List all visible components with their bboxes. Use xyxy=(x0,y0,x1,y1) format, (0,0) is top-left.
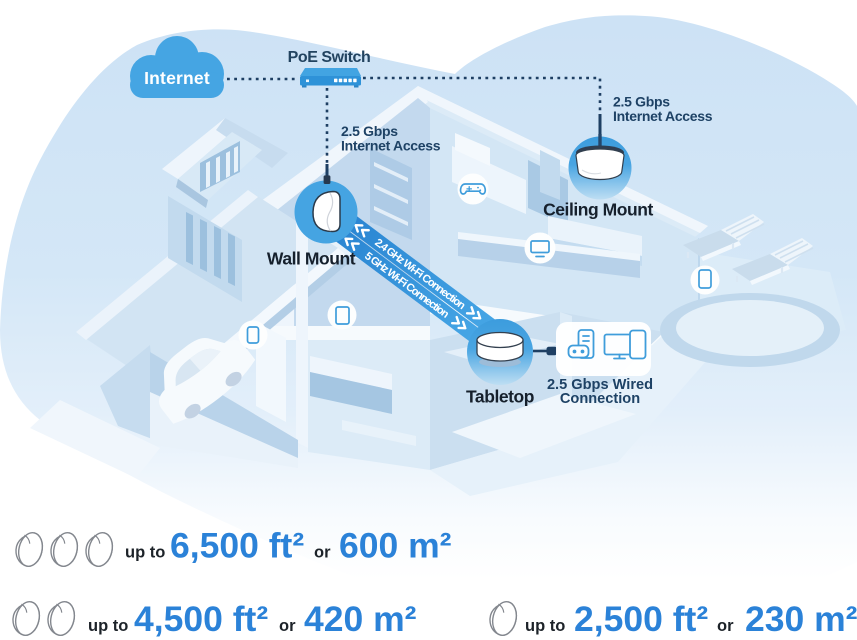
svg-text:2.5 Gbps Wired: 2.5 Gbps Wired xyxy=(547,377,653,393)
svg-text:PoE Switch: PoE Switch xyxy=(288,49,371,66)
svg-text:Connection: Connection xyxy=(560,391,640,407)
svg-text:2.5 Gbps: 2.5 Gbps xyxy=(613,94,670,110)
svg-text:or: or xyxy=(314,544,331,562)
svg-text:Wall Mount: Wall Mount xyxy=(267,249,356,269)
svg-text:or: or xyxy=(279,617,296,635)
svg-text:420 m²: 420 m² xyxy=(304,599,417,639)
svg-text:600 m²: 600 m² xyxy=(339,526,452,566)
svg-text:4,500 ft²: 4,500 ft² xyxy=(134,599,268,639)
svg-text:2.5 Gbps: 2.5 Gbps xyxy=(341,123,398,139)
svg-text:Ceiling Mount: Ceiling Mount xyxy=(543,200,653,220)
svg-text:230 m²: 230 m² xyxy=(745,599,857,639)
svg-text:up to: up to xyxy=(525,617,565,635)
svg-text:or: or xyxy=(717,617,734,635)
svg-text:6,500 ft²: 6,500 ft² xyxy=(170,526,304,566)
svg-text:Internet Access: Internet Access xyxy=(341,138,441,154)
svg-text:up to: up to xyxy=(125,544,165,562)
svg-text:Tabletop: Tabletop xyxy=(466,387,534,407)
svg-text:2,500 ft²: 2,500 ft² xyxy=(574,599,708,639)
svg-text:Internet Access: Internet Access xyxy=(613,108,713,124)
svg-text:Internet: Internet xyxy=(144,68,210,88)
svg-text:up to: up to xyxy=(88,617,128,635)
